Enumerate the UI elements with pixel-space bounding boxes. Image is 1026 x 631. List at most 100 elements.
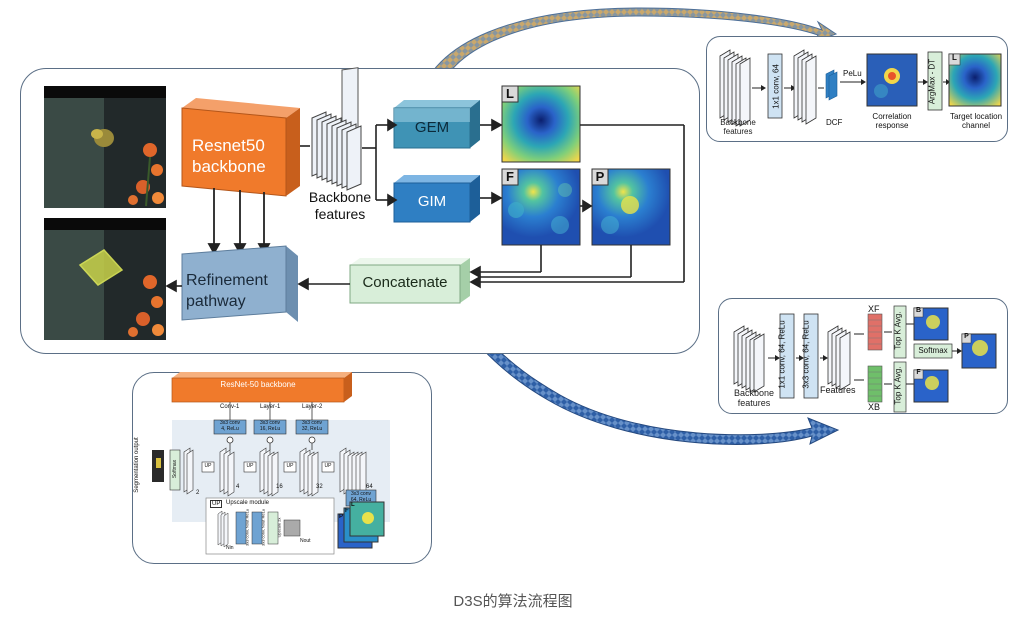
- refine-c2-label: 3x3 conv 16, ReLu: [254, 420, 286, 432]
- refine-letter-p: P: [339, 514, 344, 520]
- gem-detail-feature-stack: [719, 49, 751, 127]
- gem-detail-feature-stack-2: [793, 49, 817, 125]
- refine-upscale-title: Upscale module: [226, 500, 270, 506]
- gim-topk-box-1: [893, 305, 907, 359]
- gem-target-label: Target location channel: [936, 112, 1016, 130]
- refine-conv-box-2: [253, 419, 287, 435]
- refine-up-2: [243, 461, 257, 473]
- segmentation-mask-icon: [78, 249, 124, 286]
- refinement-label-line2: pathway: [186, 293, 246, 310]
- gim-detail-diagram: [733, 305, 997, 413]
- gem-target-line2: channel: [961, 121, 991, 130]
- gim-topk-label-1: Top K Avg.: [893, 311, 903, 350]
- gem-detail-features-line1: Backbone: [720, 118, 756, 127]
- concatenate-block: [349, 258, 470, 304]
- gem-block: [393, 100, 480, 149]
- refine-stack-4: [299, 447, 319, 497]
- refine-up-label-2: UP: [246, 463, 254, 469]
- gim-xb-label: XB: [868, 402, 881, 412]
- map-letter-badges: [501, 85, 609, 186]
- gim-topk-label-2: Top K Avg.: [893, 366, 903, 405]
- gem-correlation-line1: Correlation: [872, 112, 912, 121]
- refine-conv1-label: Conv-1: [220, 404, 240, 410]
- gim-features-stack: [827, 325, 851, 391]
- gem-target-line1: Target location: [949, 112, 1003, 121]
- refine-layer2-label: Layer-2: [302, 404, 323, 410]
- refine-c4-label: 3x3 conv 64, ReLu: [346, 491, 376, 503]
- gim-xf-label: XF: [868, 304, 880, 314]
- refine-layer1-label: Layer-1: [260, 404, 281, 410]
- refine-c1-line1: 3x3 conv: [219, 420, 240, 426]
- figure-caption: D3S的算法流程图: [453, 593, 573, 610]
- refine-c2-line1: 3x3 conv: [259, 420, 280, 426]
- map-letter-l: L: [506, 86, 514, 101]
- gim-foreground-bank: [867, 365, 883, 403]
- map-letter-f: F: [506, 169, 514, 184]
- refine-upscale-block-1: 3x3 conv, Nout ReLu: [244, 508, 250, 547]
- refine-up-label-4: UP: [324, 463, 332, 469]
- gem-target-location-map: [948, 53, 1002, 107]
- gim-conv2-label: 3x3 conv, 64, ReLu: [801, 320, 811, 389]
- backbone-features-label: Backbone features: [302, 189, 378, 223]
- refine-softmax-box: [169, 449, 181, 491]
- refine-num-64: 64: [366, 484, 373, 490]
- refine-c4-line2: 64, ReLu: [350, 497, 372, 503]
- refinement-pathway-block: [181, 245, 298, 322]
- backbone-features-line2: features: [314, 206, 366, 222]
- refinement-label: Refinement pathway: [186, 270, 268, 312]
- gim-label: GIM: [417, 193, 447, 210]
- refine-softmax-label: Softmax: [172, 459, 178, 479]
- backbone-to-refinement-arrows: [207, 188, 271, 255]
- refine-num-32: 32: [316, 484, 323, 490]
- map-letter-p: P: [595, 169, 605, 184]
- refine-upscale-block-3: Upscale 2x: [276, 517, 282, 538]
- gem-detail-features-line2: features: [723, 127, 753, 136]
- refine-n-in: Nin: [226, 545, 234, 551]
- refine-conv-box-1: [213, 419, 247, 435]
- refine-conv-box-3: [295, 419, 329, 435]
- gem-detail-letter: L: [952, 53, 957, 62]
- gem-conv-box: [767, 53, 783, 119]
- gem-dcf-label: DCF: [826, 118, 843, 127]
- concatenate-label: Concatenate: [362, 274, 448, 291]
- gim-block: [393, 175, 480, 223]
- refine-resnet-label: ResNet-50 backbone: [220, 380, 296, 389]
- input-image: [44, 86, 166, 208]
- gem-detail-diagram: [719, 49, 1002, 127]
- refine-up-label-1: UP: [204, 463, 212, 469]
- backbone-label: Resnet50 backbone: [192, 135, 266, 177]
- refine-stack-5: [339, 447, 367, 497]
- refine-c1-label: 3x3 conv 4, ReLu: [214, 420, 246, 432]
- gim-detail-features-line1: Backbone: [733, 388, 775, 398]
- gim-detail-features-label: Backbone features: [724, 388, 784, 408]
- resnet50-backbone-block: [181, 98, 300, 197]
- refine-stack-1: [183, 447, 194, 495]
- gim-letter-p: P: [964, 333, 969, 340]
- refine-c3-label: 3x3 conv 32, ReLu: [296, 420, 328, 432]
- refine-num-2: 2: [196, 490, 200, 496]
- gim-conv1-box: [779, 313, 795, 399]
- main-connectors: [165, 118, 685, 293]
- refine-stack-3: [259, 447, 279, 497]
- refine-up-1: [201, 461, 215, 473]
- gim-features-label: Features: [820, 385, 856, 395]
- gim-background-bank: [867, 313, 883, 351]
- refine-n-out: Nout: [300, 538, 311, 544]
- refine-c1-line2: 4, ReLu: [221, 426, 239, 432]
- gim-detail-features-line2: features: [737, 398, 771, 408]
- gem-correlation-label: Correlation response: [862, 112, 922, 130]
- refine-c2-line2: 16, ReLu: [259, 426, 281, 432]
- gem-dcf-icon: [825, 69, 838, 101]
- refine-stack-2: [219, 447, 235, 497]
- refinement-detail-diagram: [152, 372, 390, 555]
- gem-correlation-line2: response: [875, 121, 909, 130]
- refinement-label-line1: Refinement: [186, 272, 268, 289]
- refine-num-4: 4: [236, 484, 240, 490]
- gem-detail-features-label: Backbone features: [712, 118, 764, 136]
- refine-up-4: [321, 461, 335, 473]
- backbone-label-line1: Resnet50: [192, 136, 265, 155]
- gim-detail-feature-stack: [733, 325, 765, 393]
- gim-conv2-box: [803, 313, 819, 399]
- gem-argmax-box: [927, 51, 943, 111]
